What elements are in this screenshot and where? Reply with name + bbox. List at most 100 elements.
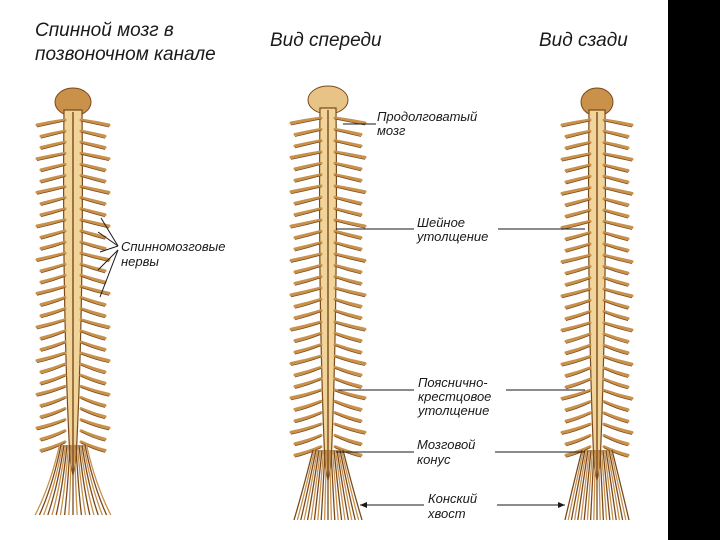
nerve-root-right (79, 396, 107, 407)
nerve-root-edge (80, 375, 106, 386)
nerve-root-left (35, 318, 67, 329)
nerve-root-edge (334, 220, 366, 229)
nerve-root-right (333, 116, 367, 125)
nerve-root-left (289, 286, 323, 297)
nerve-root-edge (294, 447, 322, 458)
nerve-root-edge (603, 188, 633, 196)
nerve-root-left (35, 418, 67, 430)
nerve-root-left (293, 161, 323, 171)
cauda-strand (310, 449, 322, 521)
nerve-root-edge (36, 353, 66, 364)
nerve-root-edge (294, 379, 322, 389)
nerve-root-right (79, 251, 111, 262)
cauda-strand (68, 444, 73, 516)
nerve-root-edge (603, 334, 629, 344)
nerve-root-edge (603, 345, 629, 356)
nerve-root-right (79, 285, 111, 295)
spinal-cord-back-view-illustration (560, 87, 634, 521)
nerve-root-right (79, 307, 107, 318)
nerve-root-left (564, 366, 592, 378)
cauda-strand (337, 449, 353, 521)
nerve-root-left (564, 174, 592, 184)
nerve-root-right (333, 241, 363, 251)
nerve-root-edge (603, 222, 633, 230)
nerve-root-edge (80, 342, 106, 352)
nerve-root-right (602, 118, 634, 127)
nerve-root-left (293, 399, 323, 411)
nerve-root-right (602, 219, 634, 229)
nerve-root-left (560, 422, 592, 434)
nerve-root-left (35, 218, 67, 228)
nerve-root-edge (334, 333, 362, 344)
nerve-root-left (35, 285, 67, 295)
nerve-root-edge (334, 311, 362, 321)
nerve-root-edge (294, 243, 322, 252)
nerve-root-edge (565, 131, 591, 139)
nerve-root-right (79, 174, 107, 183)
nerve-root-edge (334, 401, 362, 412)
cauda-strand (63, 444, 71, 516)
nerve-root-left (560, 152, 592, 161)
nerve-root-right (602, 411, 630, 423)
label-medulla-line2: мозг (377, 123, 406, 138)
nerve-root-edge (603, 154, 633, 162)
nerve-root-edge (603, 391, 633, 401)
nerve-root-edge (80, 298, 106, 307)
nerve-root-left (39, 362, 67, 374)
nerve-root-left (39, 262, 67, 273)
leader-line (97, 249, 119, 271)
cauda-strand (611, 449, 630, 521)
nerve-root-edge (603, 402, 629, 413)
nerve-root-edge (36, 287, 66, 296)
nerve-root-edge (80, 387, 110, 397)
nerve-root-right (602, 141, 630, 150)
nerve-root-edge (334, 197, 362, 206)
nerve-root-edge (561, 391, 591, 401)
nerve-root-edge (565, 165, 591, 173)
cauda-strand (606, 449, 621, 521)
nerve-root-left (39, 396, 67, 407)
nerve-root-left (289, 184, 323, 194)
nerve-root-edge (565, 233, 591, 242)
nerve-root-right (333, 150, 367, 159)
nerve-root-right (602, 310, 630, 321)
cauda-strand (293, 449, 314, 521)
nerve-root-edge (603, 289, 633, 299)
nerve-root-right (333, 297, 363, 308)
nerve-root-left (39, 440, 67, 452)
nerve-root-right (79, 129, 107, 138)
nerve-root-edge (603, 424, 633, 435)
nerve-root-edge (80, 309, 106, 319)
nerve-root-edge (294, 265, 322, 275)
nerve-root-edge (603, 233, 629, 242)
cauda-strand (593, 449, 597, 521)
nerve-root-right (602, 276, 630, 286)
nerve-root-edge (294, 401, 322, 412)
nerve-root-edge (290, 390, 322, 401)
nerve-root-edge (334, 265, 362, 275)
nerve-root-edge (36, 253, 66, 263)
nerve-root-right (333, 184, 367, 194)
nerve-root-edge (603, 413, 629, 424)
nerve-root-left (293, 343, 323, 354)
cauda-strand (567, 449, 585, 521)
nerve-root-edge (80, 142, 106, 150)
nerve-root-edge (334, 141, 362, 149)
nerve-root-left (293, 139, 323, 148)
nerve-root-edge (290, 322, 322, 332)
nerve-root-left (564, 377, 592, 389)
nerve-root-right (79, 229, 107, 239)
nerve-root-edge (334, 231, 362, 240)
nerve-root-left (293, 241, 323, 251)
nerve-root-left (289, 218, 323, 228)
nerve-root-right (333, 229, 363, 240)
nerve-root-right (79, 318, 111, 329)
nerve-root-right (333, 127, 363, 136)
nerve-root-right (602, 264, 630, 275)
cauda-strand (42, 444, 64, 516)
nerve-root-edge (40, 131, 66, 139)
nerve-root-right (333, 365, 363, 377)
nerve-root-right (602, 174, 630, 184)
nerve-root-edge (565, 312, 591, 321)
nerve-root-right (602, 163, 630, 173)
